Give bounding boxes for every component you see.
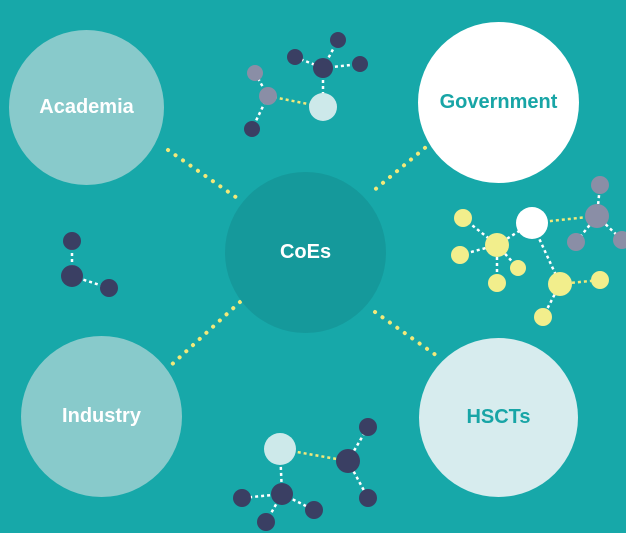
molecule-right	[451, 176, 626, 326]
connector-industry	[166, 300, 242, 370]
node-academia-label: Academia	[39, 96, 134, 118]
connector-government	[370, 140, 434, 194]
node-industry: Industry	[21, 336, 182, 497]
connector-academia	[166, 148, 242, 202]
node-coes-hub: CoEs	[225, 172, 386, 333]
molecule-top	[244, 32, 368, 137]
connector-hscts	[373, 310, 442, 360]
node-hscts-label: HSCTs	[466, 406, 531, 428]
molecule-left	[61, 232, 118, 297]
node-hscts: HSCTs	[419, 338, 578, 497]
node-government-label: Government	[439, 91, 558, 113]
node-industry-label: Industry	[62, 405, 141, 427]
molecule-bottom	[233, 418, 377, 531]
node-coes-label: CoEs	[279, 241, 332, 263]
node-academia: Academia	[9, 30, 164, 185]
node-government: Government	[418, 22, 579, 183]
